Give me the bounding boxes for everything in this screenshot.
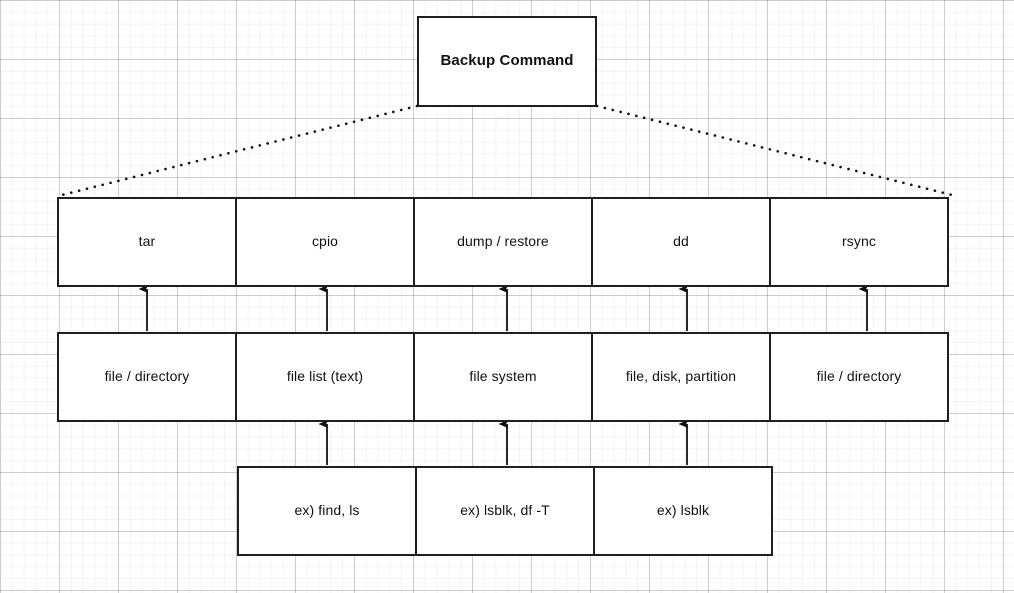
node-command-dump-restore-label: dump / restore: [457, 233, 549, 250]
node-command-rsync[interactable]: rsync: [769, 197, 949, 287]
node-target-file-list-label: file list (text): [286, 368, 364, 385]
node-target-file-directory-rsync-label: file / directory: [816, 368, 902, 385]
node-target-file-disk-partition[interactable]: file, disk, partition: [591, 332, 771, 422]
node-example-find-ls[interactable]: ex) find, ls: [237, 466, 417, 556]
targets-row: file / directory file list (text) file s…: [57, 332, 957, 422]
node-target-file-disk-partition-label: file, disk, partition: [625, 368, 737, 385]
node-example-lsblk-label: ex) lsblk: [656, 502, 710, 519]
node-example-find-ls-label: ex) find, ls: [294, 502, 360, 519]
node-command-dd[interactable]: dd: [591, 197, 771, 287]
examples-row: ex) find, ls ex) lsblk, df -T ex) lsblk: [237, 466, 777, 556]
node-command-tar[interactable]: tar: [57, 197, 237, 287]
root-edge-left: [56, 104, 419, 198]
targets-to-commands-arrows: [138, 284, 869, 331]
node-command-dump-restore[interactable]: dump / restore: [413, 197, 593, 287]
node-command-cpio-label: cpio: [311, 233, 339, 250]
node-example-lsblk-df[interactable]: ex) lsblk, df -T: [415, 466, 595, 556]
node-example-lsblk[interactable]: ex) lsblk: [593, 466, 773, 556]
node-command-tar-label: tar: [138, 233, 156, 250]
node-backup-command[interactable]: Backup Command: [417, 16, 597, 107]
node-backup-command-label: Backup Command: [440, 52, 574, 70]
root-dotted-edges: [56, 104, 958, 198]
node-target-file-directory-tar-label: file / directory: [104, 368, 190, 385]
root-edge-right: [595, 104, 958, 198]
examples-to-targets-arrows: [318, 419, 689, 465]
node-command-cpio[interactable]: cpio: [235, 197, 415, 287]
commands-row: tar cpio dump / restore dd rsync: [57, 197, 957, 287]
node-target-file-directory-tar[interactable]: file / directory: [57, 332, 237, 422]
node-target-file-directory-rsync[interactable]: file / directory: [769, 332, 949, 422]
node-target-file-system[interactable]: file system: [413, 332, 593, 422]
node-target-file-list[interactable]: file list (text): [235, 332, 415, 422]
node-command-rsync-label: rsync: [842, 233, 876, 250]
node-target-file-system-label: file system: [469, 368, 537, 385]
node-command-dd-label: dd: [673, 233, 689, 250]
node-example-lsblk-df-label: ex) lsblk, df -T: [460, 502, 550, 519]
